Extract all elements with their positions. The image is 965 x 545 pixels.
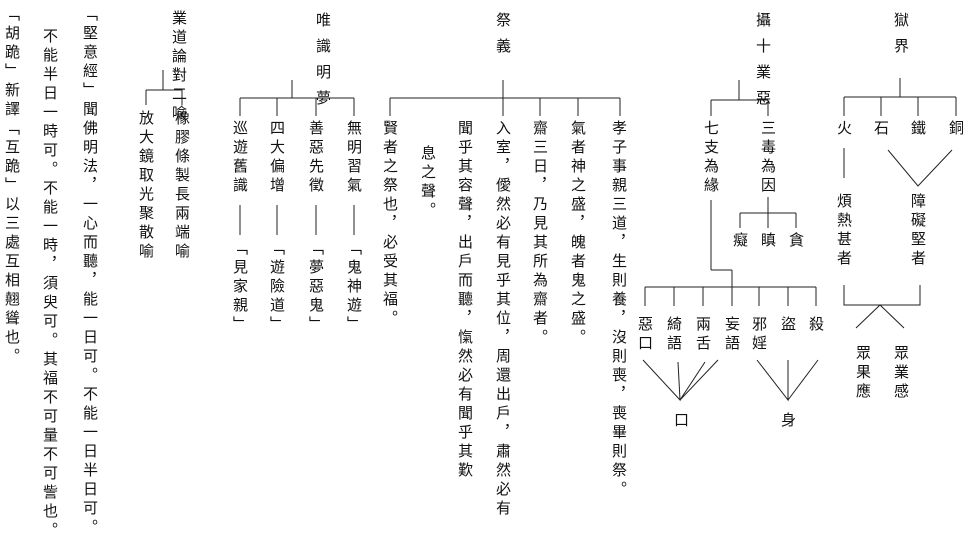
karma-adultery: 邪婬 <box>750 316 768 354</box>
mind-branch-2-bottom: 「夢惡鬼」 <box>307 240 325 335</box>
sutra-col-1: 「堅意經」聞佛明法，一心而聽，能一日可。不能一日半日可。 <box>81 6 99 538</box>
sutra-col-3: 「胡跪」新譯「互跪」以三處互相翹聳也。 <box>3 6 21 367</box>
hell-title: 獄界 <box>892 12 910 64</box>
hell-obstructions: 障礙堅者 <box>909 193 927 269</box>
karma-double-tongue: 兩舌 <box>694 316 712 354</box>
hell-copper: 銅 <box>947 120 965 139</box>
rite-col-1: 孝子事親三道，生則養，沒則喪，喪畢則祭。 <box>610 120 628 500</box>
rite-col-3: 齋三日，乃見其所為齋者。 <box>531 120 549 348</box>
karma-lying: 妄語 <box>723 316 741 354</box>
hell-fire: 火 <box>835 120 853 139</box>
rite-title: 祭義 <box>494 12 512 64</box>
mind-branch-4-bottom: 「見家親」 <box>231 240 249 335</box>
karma-delusion: 癡 <box>731 232 749 251</box>
karma-seven-limbs: 七支為緣 <box>702 120 720 196</box>
hell-stone: 石 <box>872 120 890 139</box>
karma-three-poisons: 三毒為因 <box>759 120 777 196</box>
mind-branch-3-top: 四大偏增 <box>268 120 286 196</box>
analogy-left: 橡膠條製長兩端喻 <box>173 110 191 262</box>
rite-col-6: 息之聲。 <box>419 145 437 221</box>
hell-result-b: 眾果應 <box>854 345 872 402</box>
hell-afflictions: 煩熱甚者 <box>835 193 853 269</box>
mind-branch-2-top: 善惡先徵 <box>307 120 325 196</box>
mind-branch-1-top: 無明習氣 <box>345 120 363 196</box>
sutra-col-2: 不能半日一時可。不能一時，須臾可。其福不可量不可訾也。 <box>41 28 59 541</box>
karma-killing: 殺 <box>807 316 825 335</box>
karma-title: 攝十業惡 <box>754 12 772 116</box>
rite-col-7: 賢者之祭也，必受其福。 <box>381 120 399 329</box>
mind-branch-4-top: 巡遊舊識 <box>231 120 249 196</box>
analogy-right: 放大鏡取光聚散喻 <box>137 110 155 262</box>
karma-greed: 貪 <box>787 232 805 251</box>
mind-title: 唯識明夢 <box>314 12 332 116</box>
mind-branch-3-bottom: 「遊險道」 <box>268 240 286 335</box>
mind-branch-1-bottom: 「鬼神遊」 <box>345 240 363 335</box>
karma-stealing: 盜 <box>779 316 797 335</box>
hell-result-a: 眾業感 <box>892 345 910 402</box>
analogy-title: 業道論對二喻 <box>170 10 188 124</box>
karma-flattery: 綺語 <box>665 316 683 354</box>
rite-col-5: 聞乎其容聲，出戶而聽，愾然必有聞乎其歎 <box>456 120 474 481</box>
karma-body: 身 <box>779 412 797 431</box>
rite-col-2: 氣者神之盛，魄者鬼之盛。 <box>569 120 587 348</box>
rite-col-4: 入室，僾然必有見乎其位，周還出戶，肅然必有 <box>494 120 512 519</box>
karma-harsh-speech: 惡口 <box>636 316 654 354</box>
karma-anger: 瞋 <box>759 232 777 251</box>
karma-mouth: 口 <box>672 412 690 431</box>
hell-iron: 鐵 <box>909 120 927 139</box>
